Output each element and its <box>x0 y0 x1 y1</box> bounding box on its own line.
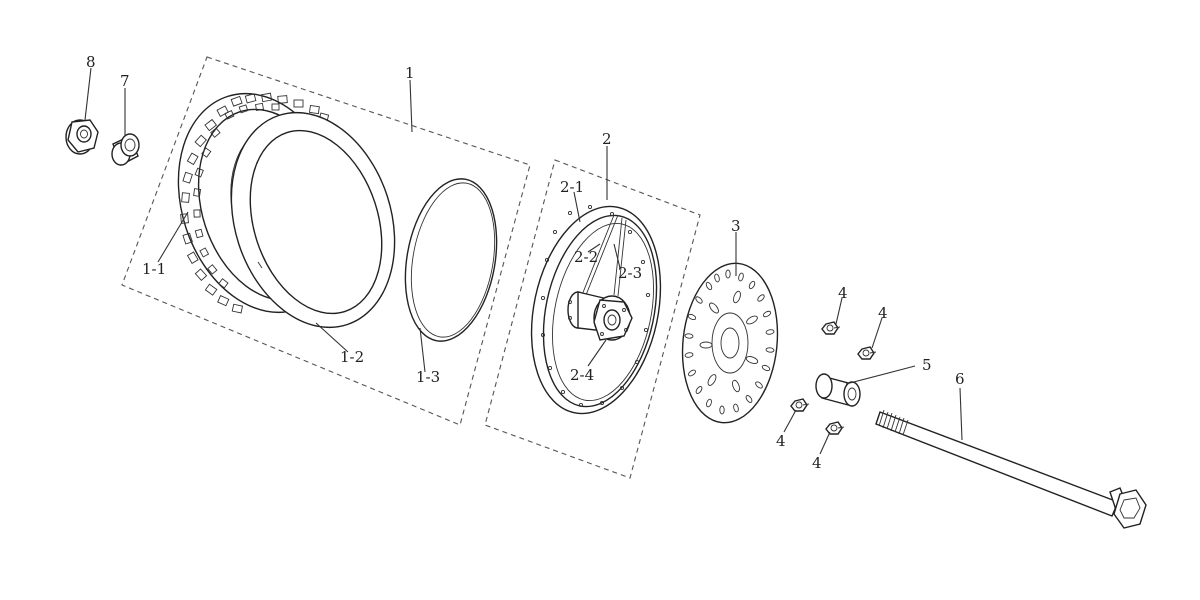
spacer-collar <box>111 133 140 166</box>
callout-4-upper-left: 4 <box>838 284 848 302</box>
callout-6: 6 <box>955 370 965 388</box>
callout-2-2: 2-2 <box>574 248 598 266</box>
rim-spoke-holes <box>540 204 651 408</box>
axle-bolt-threads <box>878 409 909 436</box>
tire-assembly-group-box <box>121 56 531 426</box>
wheel-hub <box>567 291 633 341</box>
callout-1-2: 1-2 <box>340 348 364 366</box>
brake-disc-holes <box>684 269 775 415</box>
callout-4-upper-right: 4 <box>878 304 888 322</box>
callout-3: 3 <box>731 217 741 235</box>
flange-nut <box>65 119 99 155</box>
wheel-rim <box>530 204 662 415</box>
callout-4-lower-left: 4 <box>776 432 786 450</box>
callout-2: 2 <box>602 130 612 148</box>
inner-tube <box>230 111 396 329</box>
callout-2-4: 2-4 <box>570 366 594 384</box>
axle-bolt <box>875 409 1147 529</box>
disc-bolt-lower-right <box>825 421 845 435</box>
rim-assembly-group-box <box>484 159 701 479</box>
disc-bolt-lower-left <box>790 398 810 412</box>
disc-bolt-upper-right <box>857 346 877 360</box>
callout-1-3: 1-3 <box>416 368 440 386</box>
callout-labels: 8 7 1 1-1 1-2 1-3 2 2-1 2-2 2-3 2-4 3 4 … <box>86 53 965 472</box>
leader-lines <box>84 67 963 455</box>
callout-4-lower-right: 4 <box>812 454 822 472</box>
callout-2-3: 2-3 <box>618 264 642 282</box>
callout-8: 8 <box>86 53 96 71</box>
rim-band <box>404 178 498 342</box>
callout-1: 1 <box>405 64 415 82</box>
callout-7: 7 <box>120 72 130 90</box>
spokes <box>579 214 627 301</box>
callout-2-1: 2-1 <box>560 178 584 196</box>
callout-1-1: 1-1 <box>142 260 166 278</box>
disc-bolt-upper-left <box>821 321 841 335</box>
brake-disc <box>681 262 779 424</box>
axle-spacer <box>815 373 861 407</box>
callout-5: 5 <box>922 356 932 374</box>
